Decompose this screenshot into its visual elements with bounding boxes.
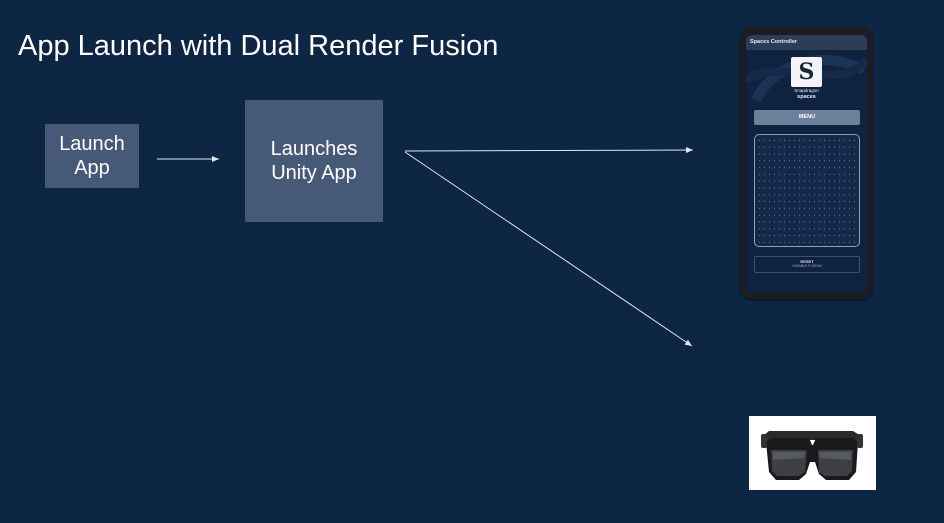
logo-text-product: spaces [797, 94, 816, 100]
ar-glasses-image [749, 416, 876, 490]
logo-text-brand: Snapdragon [794, 88, 819, 93]
launches-unity-app-label: Launches Unity App [270, 138, 358, 184]
touchpad-area[interactable] [754, 134, 860, 247]
arrow-unity-to-phone [404, 147, 694, 154]
menu-button[interactable]: MENU [754, 110, 860, 125]
launch-app-label: Launch App [59, 133, 125, 179]
reset-sublabel: DISABLE FUSION [792, 264, 822, 268]
reset-label: RESET [800, 259, 814, 264]
ar-glasses-icon [761, 431, 863, 480]
phone-screen: Spaces Controller S Snapdragon spaces ME… [746, 35, 867, 292]
snapdragon-spaces-logo: S Snapdragon spaces [746, 50, 867, 106]
launches-unity-app-box: Launches Unity App [245, 100, 383, 222]
phone-image: Spaces Controller S Snapdragon spaces ME… [740, 27, 873, 299]
launch-app-box: Launch App [45, 124, 139, 188]
logo-mark-icon: S [791, 57, 822, 87]
reset-button[interactable]: RESET DISABLE FUSION [754, 256, 860, 273]
phone-app-header: Spaces Controller [746, 35, 867, 50]
arrow-unity-to-glasses [404, 151, 693, 347]
page-title: App Launch with Dual Render Fusion [18, 30, 499, 62]
